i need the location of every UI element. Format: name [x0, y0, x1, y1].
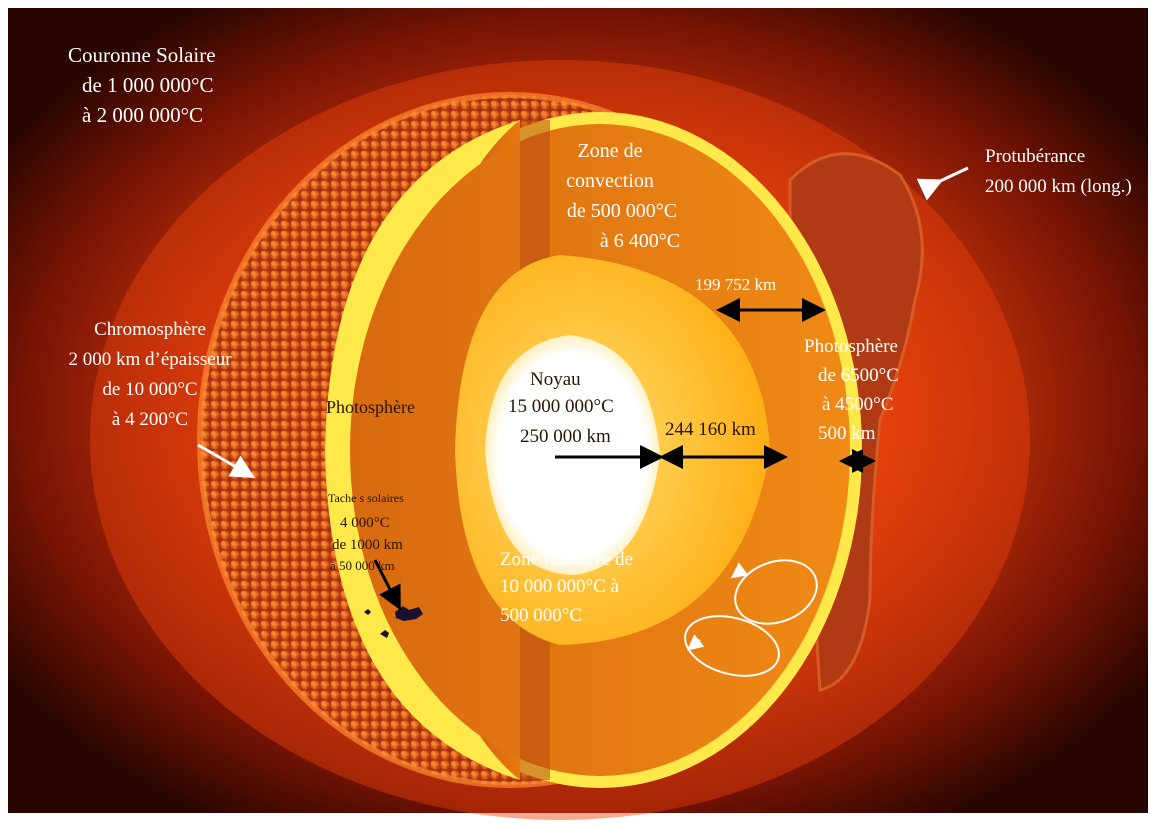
- sunspots-label-line4: à 50 000 km: [330, 558, 395, 573]
- convection-thickness-label: 199 752 km: [695, 275, 776, 294]
- radiative-label-line2: 10 000 000°C à: [500, 576, 620, 597]
- sunspots-label-line2: 4 000°C: [340, 515, 390, 531]
- sunspots-label-line3: de 1000 km: [332, 537, 403, 553]
- photosphere-right-label-line4: 500 km: [818, 423, 876, 444]
- corona-label: Couronne Solaire de 1 000 000°C à 2 000 …: [68, 43, 216, 127]
- photosphere-right-label-line1: Photosphère: [804, 336, 898, 357]
- corona-label-line3: à 2 000 000°C: [82, 103, 203, 127]
- convection-label-line2: convection: [566, 170, 654, 192]
- photosphere-right-label: Photosphère de 6500°C à 4500°C 500 km: [804, 336, 899, 444]
- chromosphere-label-line1: Chromosphère: [94, 319, 206, 340]
- core-label-line1: Noyau: [530, 369, 581, 390]
- convection-label-line1: Zone de: [578, 140, 643, 162]
- chromosphere-label-line3: de 10 000°C: [102, 379, 197, 400]
- convection-label-line3: de 500 000°C: [567, 200, 677, 222]
- prominence-label: Protubérance 200 000 km (long.): [985, 146, 1132, 197]
- prominence-arrow: [916, 166, 969, 201]
- corona-label-line1: Couronne Solaire: [68, 43, 216, 67]
- convection-label: Zone de convection de 500 000°C à 6 400°…: [566, 140, 680, 252]
- core-label-line3: 250 000 km: [520, 426, 611, 447]
- core-label-line2: 15 000 000°C: [508, 396, 614, 417]
- sunspot-arrow: [373, 559, 401, 611]
- core: [485, 335, 660, 575]
- convection-label-line4: à 6 400°C: [600, 230, 680, 252]
- photosphere-left-label: Photosphère: [326, 397, 415, 417]
- convection-loops: [684, 559, 818, 677]
- chromosphere-label-line2: 2 000 km d’épaisseur: [68, 349, 232, 370]
- radiative-thickness-label: 244 160 km: [665, 419, 756, 440]
- core-label: Noyau 15 000 000°C 250 000 km: [508, 369, 614, 447]
- sunspots-label: Tache s solaires 4 000°C de 1000 km à 50…: [328, 491, 404, 573]
- prominence-label-line2: 200 000 km (long.): [985, 176, 1132, 197]
- chromosphere-label-line4: à 4 200°C: [112, 409, 188, 430]
- prominence-label-line1: Protubérance: [985, 146, 1085, 167]
- sunspots-label-line1: Tache s solaires: [328, 491, 404, 505]
- radiative-label-line1: Zone radiative de: [500, 549, 633, 570]
- photosphere-right-label-line2: de 6500°C: [818, 365, 899, 386]
- sunspots: [364, 606, 423, 638]
- radiative-label: Zone radiative de 10 000 000°C à 500 000…: [500, 549, 633, 626]
- photosphere-right-label-line3: à 4500°C: [822, 394, 893, 415]
- corona-label-line2: de 1 000 000°C: [82, 73, 213, 97]
- chromosphere-arrow: [197, 443, 256, 478]
- radiative-label-line3: 500 000°C: [500, 605, 582, 626]
- chromosphere-label: Chromosphère 2 000 km d’épaisseur de 10 …: [68, 319, 232, 430]
